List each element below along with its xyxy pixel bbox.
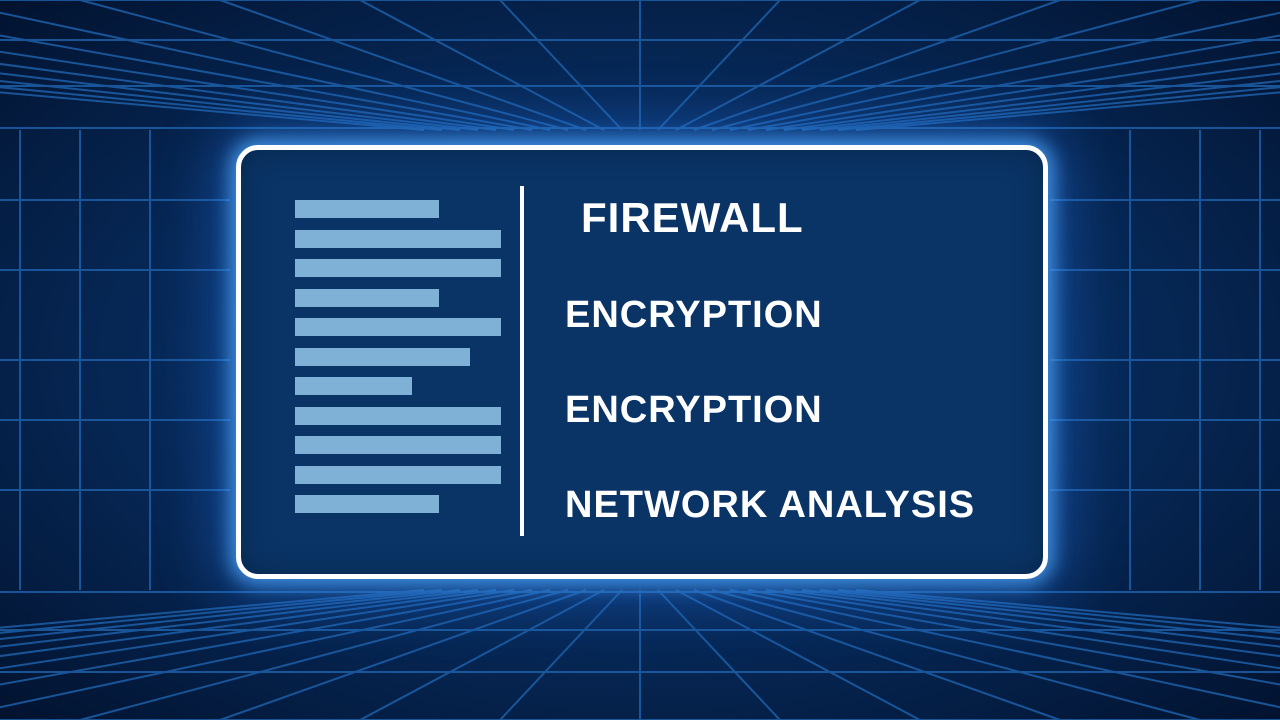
icon-line: [295, 347, 470, 366]
security-features-panel: FIREWALL ENCRYPTION ENCRYPTION NETWORK A…: [236, 145, 1048, 579]
icon-line: [295, 288, 439, 307]
label-firewall: FIREWALL: [581, 194, 804, 241]
icon-line: [295, 406, 501, 425]
icon-line: [295, 318, 501, 336]
label-encryption-2: ENCRYPTION: [565, 389, 823, 431]
icon-line: [295, 436, 501, 454]
panel-divider: [520, 186, 524, 536]
label-network-analysis: NETWORK ANALYSIS: [565, 484, 976, 526]
icon-line: [295, 377, 412, 395]
icon-line: [295, 229, 501, 248]
label-encryption-1: ENCRYPTION: [565, 294, 823, 336]
icon-line: [295, 259, 501, 277]
icon-line: [295, 200, 439, 218]
icon-line: [295, 495, 439, 513]
icon-line: [295, 465, 501, 484]
